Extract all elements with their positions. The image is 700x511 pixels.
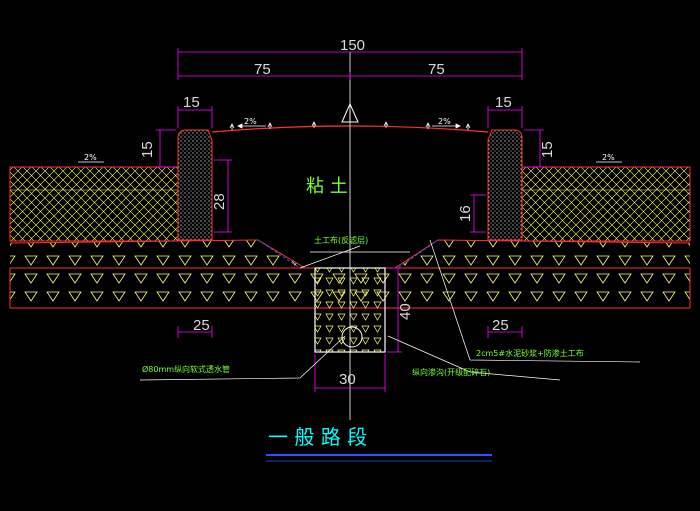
dim-curb-right: 15: [495, 94, 512, 111]
left-curb: [177, 129, 213, 241]
dim-half-right: 75: [428, 61, 445, 78]
slope-outer-left: 2%: [84, 153, 97, 162]
leader-lines: [139, 239, 641, 381]
dim-curb-height-left: 15: [139, 141, 156, 158]
dim-fill-left: 28: [211, 193, 228, 210]
upper-base-layer: [9, 166, 691, 242]
dim-base-right: 25: [492, 317, 509, 334]
grass-marks: [229, 121, 471, 130]
note-trench: 纵向渗沟(开级配碎石): [412, 367, 490, 377]
dim-curb-height-right: 15: [539, 141, 556, 158]
soil-label: 粘 土: [306, 176, 348, 197]
slope-center-right: 2%: [438, 117, 451, 126]
drain-pipe-icon: [341, 326, 363, 348]
dim-base-left: 25: [193, 317, 210, 334]
dim-fill-right: 16: [457, 205, 474, 222]
note-geotextile: 土工布(反滤层): [314, 235, 368, 245]
dim-half-left: 75: [254, 61, 271, 78]
middle-base-layer: [9, 239, 691, 269]
dimension-lines: [156, 48, 544, 392]
dim-curb-left: 15: [183, 94, 200, 111]
centerline-marker-icon: [341, 102, 359, 123]
dim-drain-width: 30: [339, 371, 356, 388]
slope-arrows: [78, 123, 622, 163]
dim-total: 150: [340, 37, 365, 54]
right-curb: [487, 129, 523, 241]
note-pipe: Ø80mm纵向软式透水管: [142, 364, 230, 374]
slope-center-left: 2%: [244, 117, 257, 126]
drawing-title: 一 般 路 段: [268, 425, 367, 449]
note-mortar: 2cm5#水泥砂浆+防渗土工布: [476, 348, 584, 358]
slope-outer-right: 2%: [602, 153, 615, 162]
dim-drain-height: 40: [397, 303, 414, 320]
